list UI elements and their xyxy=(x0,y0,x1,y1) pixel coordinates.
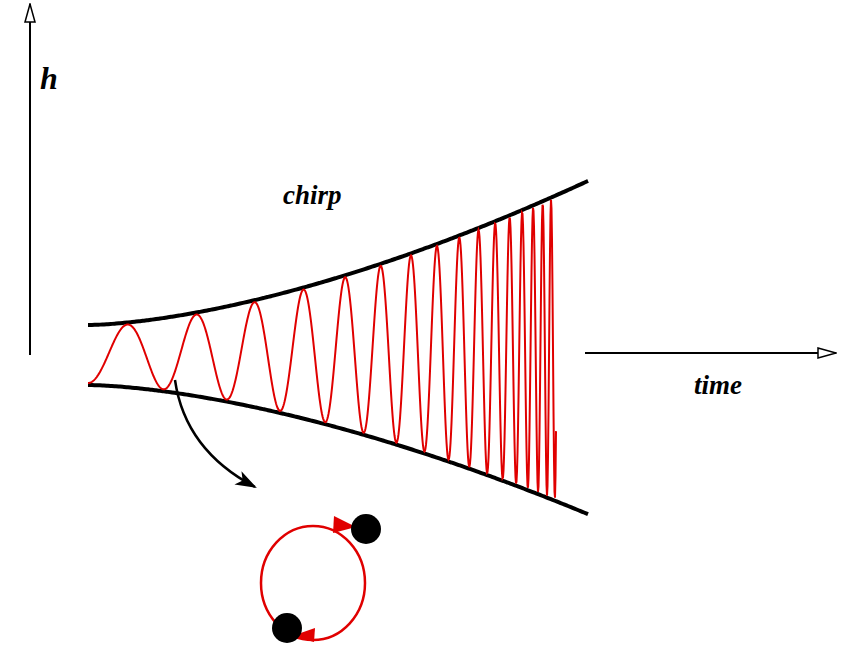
pointer-arrow xyxy=(175,380,255,487)
axis-label: h xyxy=(40,62,58,94)
black-hole-dot xyxy=(351,514,381,544)
black-hole-dot xyxy=(272,613,302,643)
time-axis xyxy=(585,352,836,354)
axis-label: time xyxy=(694,372,742,399)
amplitude-axis xyxy=(29,4,31,355)
curve-label: chirp xyxy=(283,182,342,209)
chirp-waveform xyxy=(88,200,556,498)
